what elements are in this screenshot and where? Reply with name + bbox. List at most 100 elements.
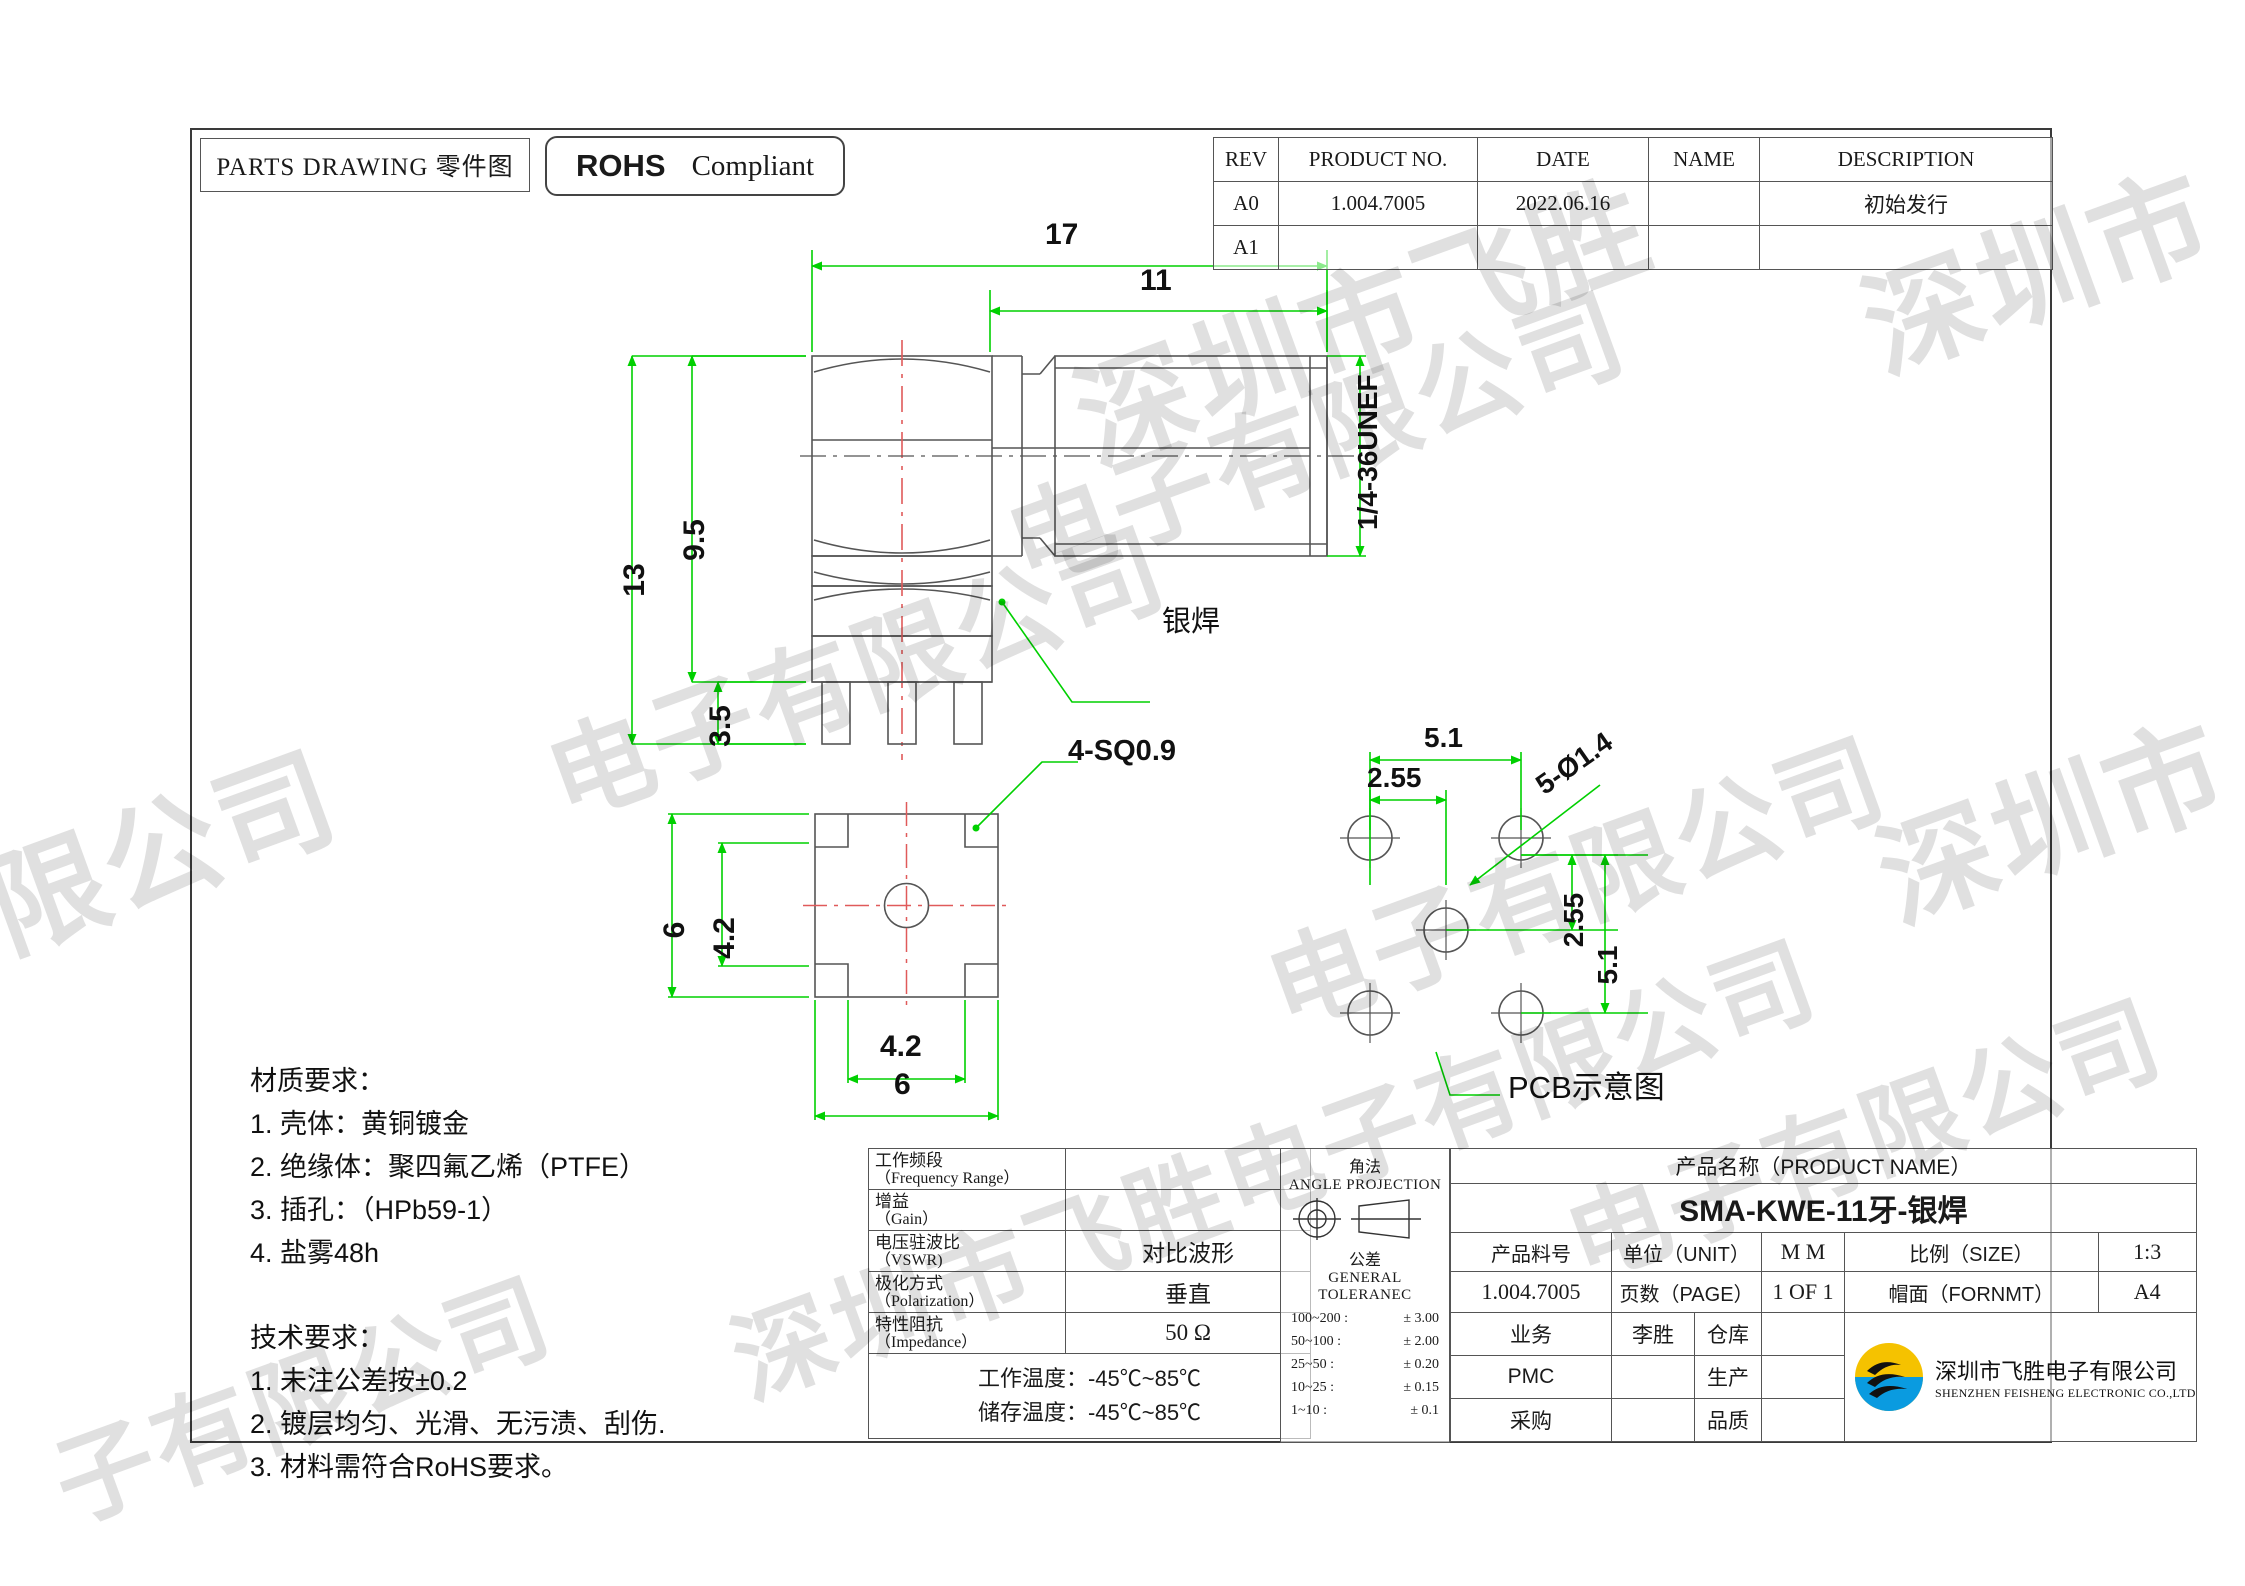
dim-thread-spec: 1/4-36UNEF: [1352, 374, 1383, 530]
tolerance-range: 1~10 :: [1291, 1403, 1327, 1418]
tolerance-row: 1~10 : ± 0.1: [1281, 1403, 1449, 1419]
sign-role: 采购: [1450, 1398, 1612, 1442]
dim-overall-length: 17: [1045, 218, 1079, 251]
title-block: 产品名称（PRODUCT NAME） SMA-KWE-11牙-银焊 产品料号 单…: [1450, 1148, 2197, 1442]
table-row: 增益 （Gain）: [868, 1189, 1311, 1231]
col-date: DATE: [1477, 137, 1649, 182]
compliant-label: Compliant: [691, 149, 815, 182]
label-pcb-diagram: PCB示意图: [1508, 1070, 1665, 1105]
sign-person: [1611, 1355, 1695, 1399]
spec-key: 极化方式 （Polarization）: [868, 1271, 1066, 1313]
table-row: 采购 品质: [1450, 1398, 2197, 1442]
format-value: A4: [2097, 1271, 2197, 1313]
spec-table: 工作频段 （Frequency Range） 增益 （Gain） 电压驻波比 （…: [868, 1148, 1311, 1439]
material-item: 2. 绝缘体：聚四氟乙烯（PTFE）: [250, 1152, 647, 1182]
dim-bottom-height-inner: 4.2: [708, 917, 741, 959]
table-row: A0 1.004.7005 2022.06.16 初始发行: [1213, 181, 2053, 226]
tolerance-range: 50~100 :: [1291, 1334, 1341, 1349]
cell-description: [1759, 225, 2053, 270]
sign-role-2: 品质: [1694, 1398, 1762, 1442]
tolerance-value: ± 0.1: [1410, 1403, 1439, 1418]
material-item: 4. 盐雾48h: [250, 1238, 380, 1268]
label-pin-square: 4-SQ0.9: [1068, 735, 1176, 767]
tolerance-row: 50~100 : ± 2.00: [1281, 1334, 1449, 1350]
dim-pin-length: 3.5: [704, 705, 737, 747]
spec-key: 增益 （Gain）: [868, 1189, 1066, 1231]
tolerance-block: 角法 ANGLE PROJECTION 公差 GENERAL TOLERANEC…: [1280, 1148, 1450, 1443]
cell-rev: A0: [1213, 181, 1279, 226]
spec-key-cn: 特性阻抗: [875, 1314, 943, 1334]
table-row: 产品名称（PRODUCT NAME）: [1450, 1148, 2197, 1184]
dimension-lines-main: [627, 250, 1366, 745]
tech-requirements-title: 技术要求：: [250, 1323, 385, 1353]
angle-projection-label-en: ANGLE PROJECTION: [1288, 1177, 1442, 1193]
main-side-view: [800, 340, 1360, 760]
general-tolerance-label-en: GENERAL TOLERANEC: [1318, 1270, 1412, 1303]
spec-key: 特性阻抗 （Impedance）: [868, 1312, 1066, 1354]
company-name-cn: 深圳市飞胜电子有限公司: [1935, 1358, 2178, 1384]
table-row: 极化方式 （Polarization） 垂直: [868, 1271, 1311, 1313]
table-row: A1: [1213, 225, 2053, 270]
rohs-compliant-badge: ROHS Compliant: [545, 136, 845, 196]
table-row: 特性阻抗 （Impedance） 50 Ω: [868, 1312, 1311, 1354]
material-no-value: 1.004.7005: [1450, 1271, 1612, 1313]
spec-key-en: （Polarization）: [875, 1292, 985, 1310]
table-row: PMC 生产: [1450, 1355, 2197, 1399]
company-name-en: SHENZHEN FEISHENG ELECTRONIC CO.,LTD: [1935, 1385, 2196, 1400]
spec-value: [1065, 1189, 1311, 1231]
pcb-pattern-view: [1340, 752, 1648, 1096]
first-angle-projection-symbol: [1293, 1198, 1421, 1240]
sign-role: PMC: [1450, 1355, 1612, 1399]
material-no-label: 产品料号: [1450, 1232, 1612, 1272]
sign-role-2: 生产: [1694, 1355, 1762, 1399]
rohs-label: ROHS: [575, 148, 666, 183]
temperature-cell: 工作温度：-45℃~85℃ 储存温度：-45℃~85℃: [868, 1353, 1311, 1439]
table-row: 业务 李胜 仓库 深圳市飞胜电子有限公司 SHENZHEN FEISHENG E…: [1450, 1312, 2197, 1442]
bottom-view: [667, 761, 1078, 1121]
spec-key-cn: 极化方式: [875, 1273, 943, 1293]
table-row: 1.004.7005 页数（PAGE） 1 OF 1 帽面（FORNMT） A4: [1450, 1271, 2197, 1313]
company-logo-icon: [1855, 1343, 1923, 1411]
tolerance-value: ± 2.00: [1403, 1334, 1439, 1349]
size-value: 1:3: [2097, 1232, 2197, 1272]
tolerance-range: 25~50 :: [1291, 1357, 1334, 1372]
notes-block: 材质要求： 1. 壳体：黄铜镀金 2. 绝缘体：聚四氟乙烯（PTFE） 3. 插…: [250, 1060, 666, 1489]
dim-total-height: 13: [618, 563, 651, 597]
company-logo-cell: 深圳市飞胜电子有限公司 SHENZHEN FEISHENG ELECTRONIC…: [1844, 1312, 2197, 1442]
page-label: 页数（PAGE）: [1611, 1271, 1762, 1313]
dim-pcb-h-inner: 2.55: [1367, 762, 1422, 793]
material-item: 1. 壳体：黄铜镀金: [250, 1109, 470, 1139]
tolerance-range: 100~200 :: [1291, 1311, 1348, 1326]
page-value: 1 OF 1: [1761, 1271, 1845, 1313]
col-name: NAME: [1648, 137, 1760, 182]
cell-product-no: 1.004.7005: [1278, 181, 1478, 226]
spec-key-en: （Gain）: [875, 1210, 939, 1228]
sign-person-2: [1761, 1355, 1845, 1399]
col-product-no: PRODUCT NO.: [1278, 137, 1478, 182]
product-name-value: SMA-KWE-11牙-银焊: [1450, 1183, 2197, 1233]
drawing-frame: [190, 128, 2052, 1443]
spec-value: 垂直: [1065, 1271, 1311, 1313]
unit-label: 单位（UNIT）: [1611, 1232, 1762, 1272]
dim-bottom-width-outer: 6: [894, 1068, 911, 1101]
spec-key-cn: 工作频段: [875, 1150, 943, 1170]
general-tolerance-label-cn: 公差: [1348, 1252, 1381, 1269]
spec-value: 对比波形: [1065, 1230, 1311, 1272]
col-rev: REV: [1213, 137, 1279, 182]
size-label: 比例（SIZE）: [1844, 1232, 2099, 1272]
tolerance-row: 100~200 : ± 3.00: [1281, 1311, 1449, 1327]
table-row: 产品料号 单位（UNIT） M M 比例（SIZE） 1:3: [1450, 1232, 2197, 1272]
table-header-row: REV PRODUCT NO. DATE NAME DESCRIPTION: [1213, 137, 2053, 182]
storage-temperature: 储存温度：-45℃~85℃: [977, 1400, 1202, 1425]
format-label: 帽面（FORNMT）: [1844, 1271, 2099, 1313]
material-item: 3. 插孔：（HPb59-1）: [250, 1195, 509, 1225]
sign-role-2: 仓库: [1694, 1312, 1762, 1356]
spec-key-cn: 电压驻波比: [875, 1232, 960, 1252]
cell-rev: A1: [1213, 225, 1279, 270]
tech-item: 1. 未注公差按±0.2: [250, 1366, 468, 1396]
dim-thread-length: 11: [1140, 264, 1172, 297]
tech-item: 3. 材料需符合RoHS要求。: [250, 1452, 569, 1482]
dim-pcb-v-outer: 5.1: [1592, 945, 1623, 985]
col-description: DESCRIPTION: [1759, 137, 2053, 182]
